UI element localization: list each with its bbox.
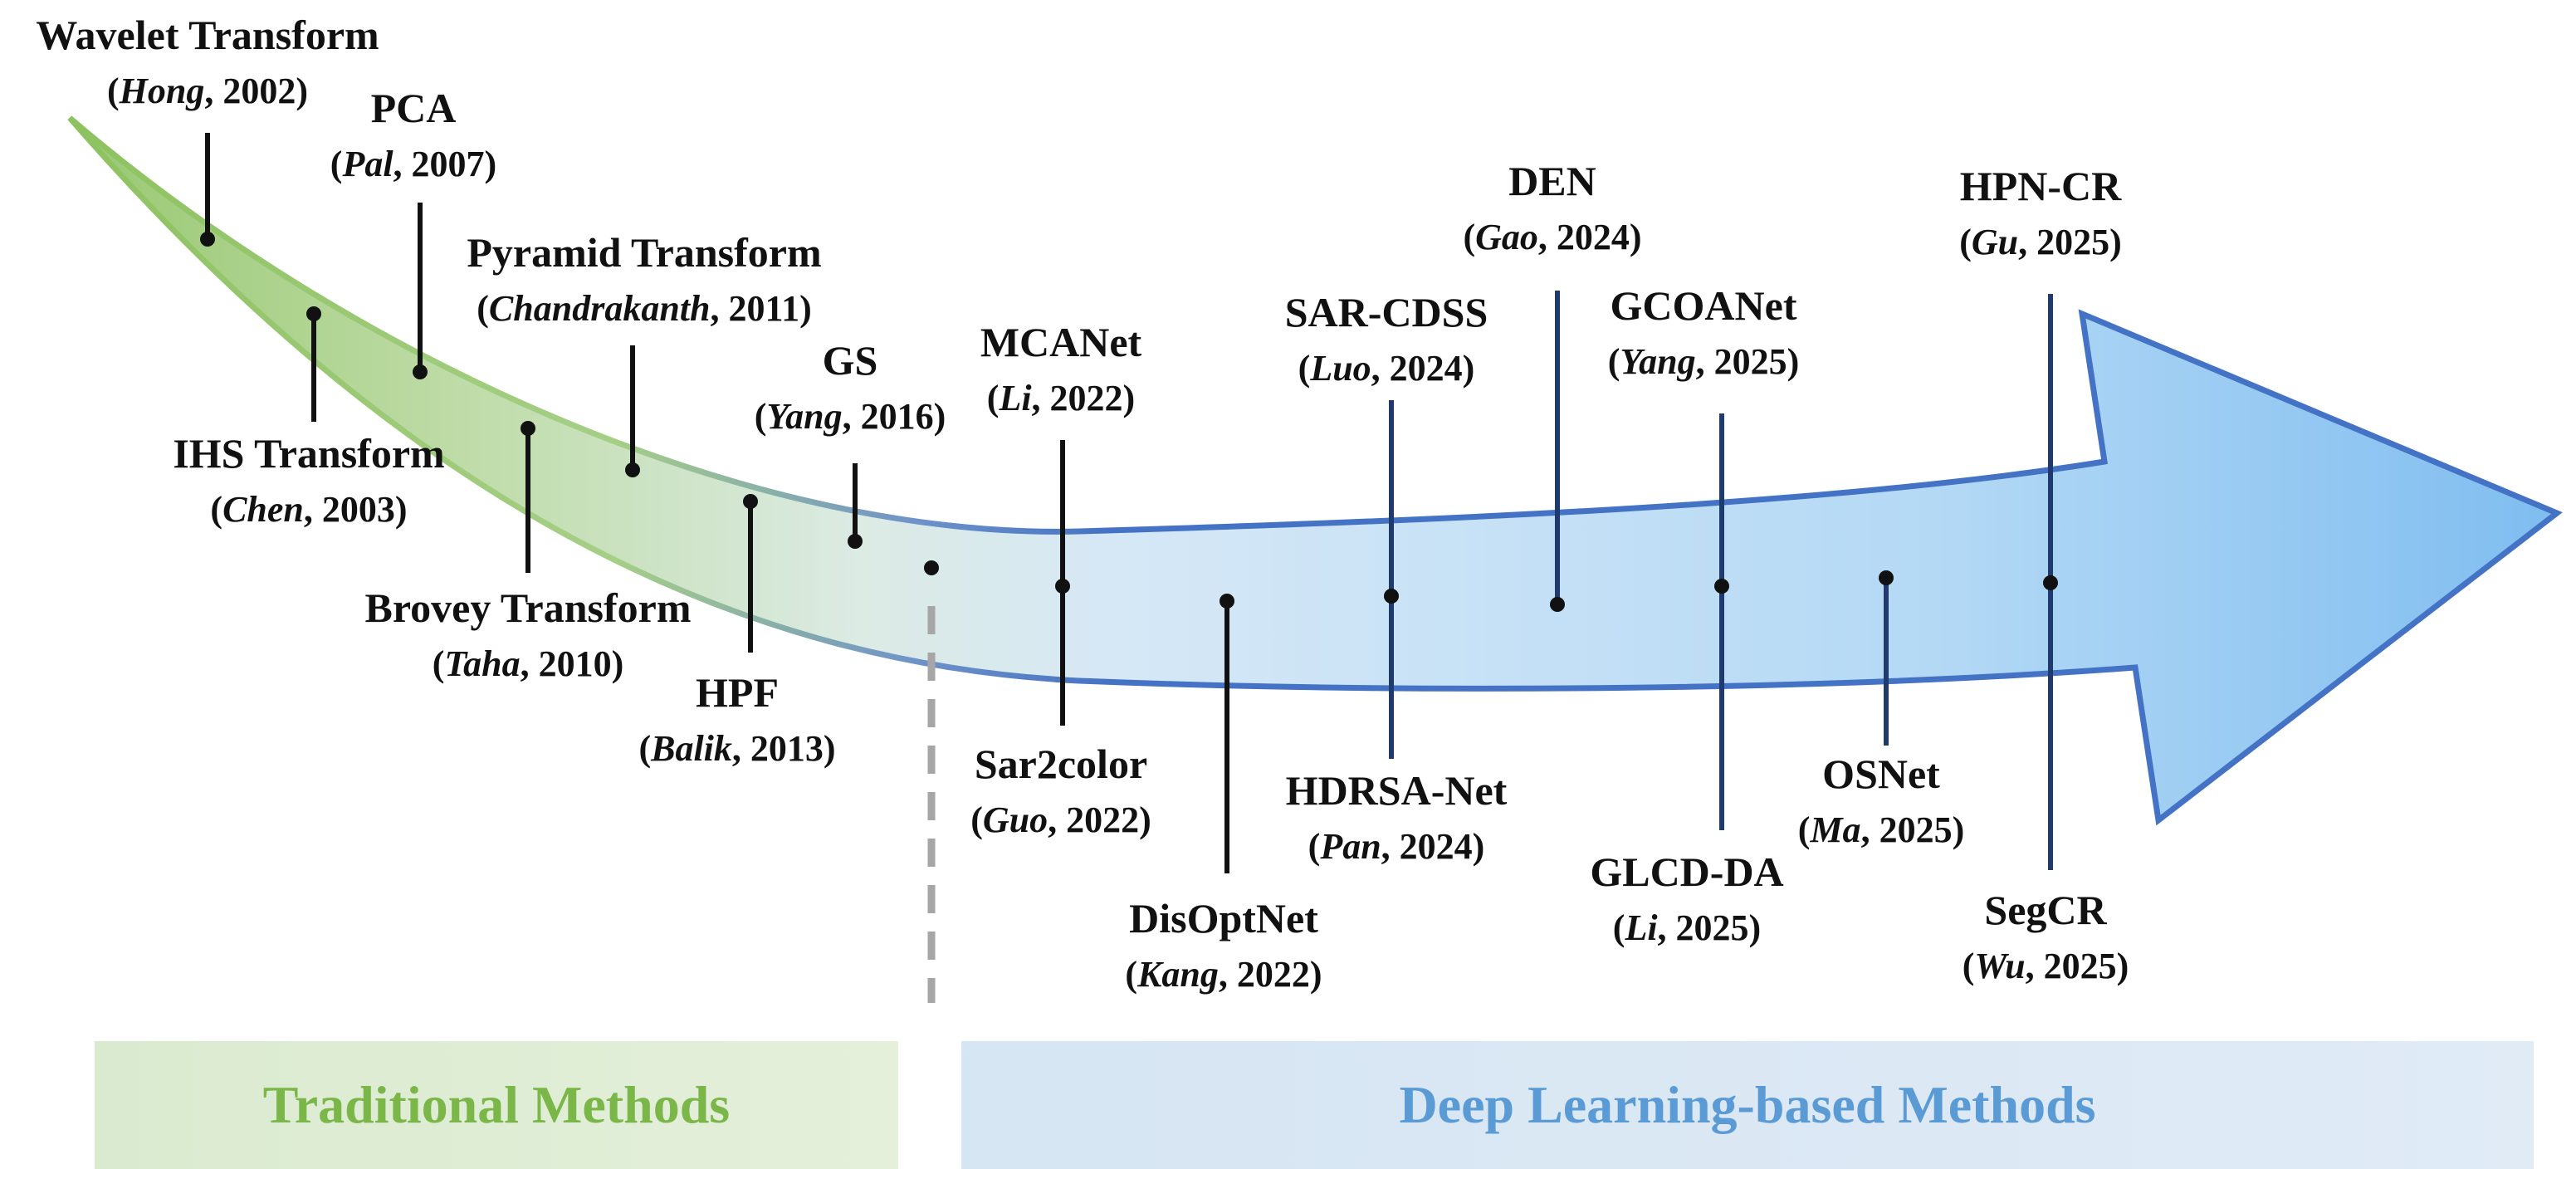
deep-learning-methods-label: Deep Learning-based Methods [1399,1075,2096,1134]
deep-learning-methods-band: Deep Learning-based Methods [961,1041,2534,1169]
milestone-segcr: SegCR (Wu, 2025) [1962,887,2129,986]
milestone-sar2color: Sar2color (Guo, 2022) [970,741,1151,840]
milestone-disoptnet: DisOptNet (Kang, 2022) [1125,895,1322,995]
timeline-dot-sar-cdss-hdrsa-net [1384,589,1399,604]
timeline-dot-hpn-cr-segcr [2043,575,2058,590]
traditional-methods-band: Traditional Methods [95,1041,898,1169]
milestone-gs: GS (Yang, 2016) [754,337,946,437]
milestone-wavelet-transform: Wavelet Transform (Hong, 2002) [36,12,379,111]
timeline-dot-gs [848,534,863,549]
milestone-hpn-cr: HPN-CR (Gu, 2025) [1959,163,2122,262]
milestone-osnet: OSNet (Ma, 2025) [1797,751,1965,850]
milestone-ticks [200,133,2058,873]
milestone-pca: PCA (Pal, 2007) [330,85,497,184]
milestone-glcd-da: GLCD-DA (Li, 2025) [1590,848,1784,948]
milestone-hdrsa-net: HDRSA-Net (Pan, 2024) [1285,767,1508,867]
timeline-dot-divider [924,560,939,575]
timeline-dot-mcanet-sar2color [1055,579,1070,594]
milestone-mcanet: MCANet (Li, 2022) [980,319,1142,418]
timeline-arrow [67,115,2563,826]
timeline-dot-disoptnet [1220,594,1234,609]
milestone-gcoanet: GCOANet (Yang, 2025) [1607,282,1800,382]
timeline-dot-gcoanet-glcd-da [1714,579,1729,594]
milestone-den: DEN (Gao, 2024) [1463,158,1642,257]
timeline-dot-hpf [743,494,758,509]
milestone-hpf: HPF (Balik, 2013) [638,669,836,769]
timeline-dot-pca [413,364,428,379]
timeline-dot-pyramid-transform [625,462,640,477]
milestone-sar-cdss: SAR-CDSS (Luo, 2024) [1284,289,1488,389]
timeline-dot-wavelet-transform [200,232,215,247]
milestone-pyramid-transform: Pyramid Transform (Chandrakanth, 2011) [467,229,822,329]
traditional-methods-label: Traditional Methods [262,1075,731,1134]
milestone-brovey-transform: Brovey Transform (Taha, 2010) [364,584,692,684]
timeline-dot-osnet [1879,570,1894,585]
timeline-dot-ihs-transform [306,306,321,321]
milestone-ihs-transform: IHS Transform (Chen, 2003) [173,430,445,530]
timeline-dot-brovey-transform [521,421,535,436]
timeline-dot-den [1550,597,1565,612]
